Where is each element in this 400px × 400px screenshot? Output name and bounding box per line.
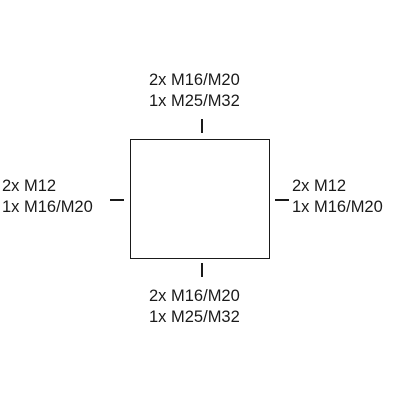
- bottom-side-marker: [201, 263, 203, 277]
- left-side-label-line-2: 1x M16/M20: [2, 198, 93, 216]
- enclosure-box: [130, 139, 270, 259]
- top-side-marker: [201, 119, 203, 133]
- bottom-side-label-line-2: 1x M25/M32: [149, 308, 240, 326]
- right-side-label-line-2: 1x M16/M20: [292, 198, 383, 216]
- left-side-label: 2x M12 1x M16/M20: [2, 176, 93, 218]
- top-side-label-line-1: 2x M16/M20: [149, 71, 240, 89]
- right-side-label: 2x M12 1x M16/M20: [292, 176, 383, 218]
- right-side-marker: [275, 199, 289, 201]
- bottom-side-label-line-1: 2x M16/M20: [149, 287, 240, 305]
- top-side-label: 2x M16/M20 1x M25/M32: [149, 70, 240, 112]
- left-side-marker: [110, 199, 124, 201]
- right-side-label-line-1: 2x M12: [292, 177, 347, 195]
- left-side-label-line-1: 2x M12: [2, 177, 57, 195]
- top-side-label-line-2: 1x M25/M32: [149, 92, 240, 110]
- bottom-side-label: 2x M16/M20 1x M25/M32: [149, 286, 240, 328]
